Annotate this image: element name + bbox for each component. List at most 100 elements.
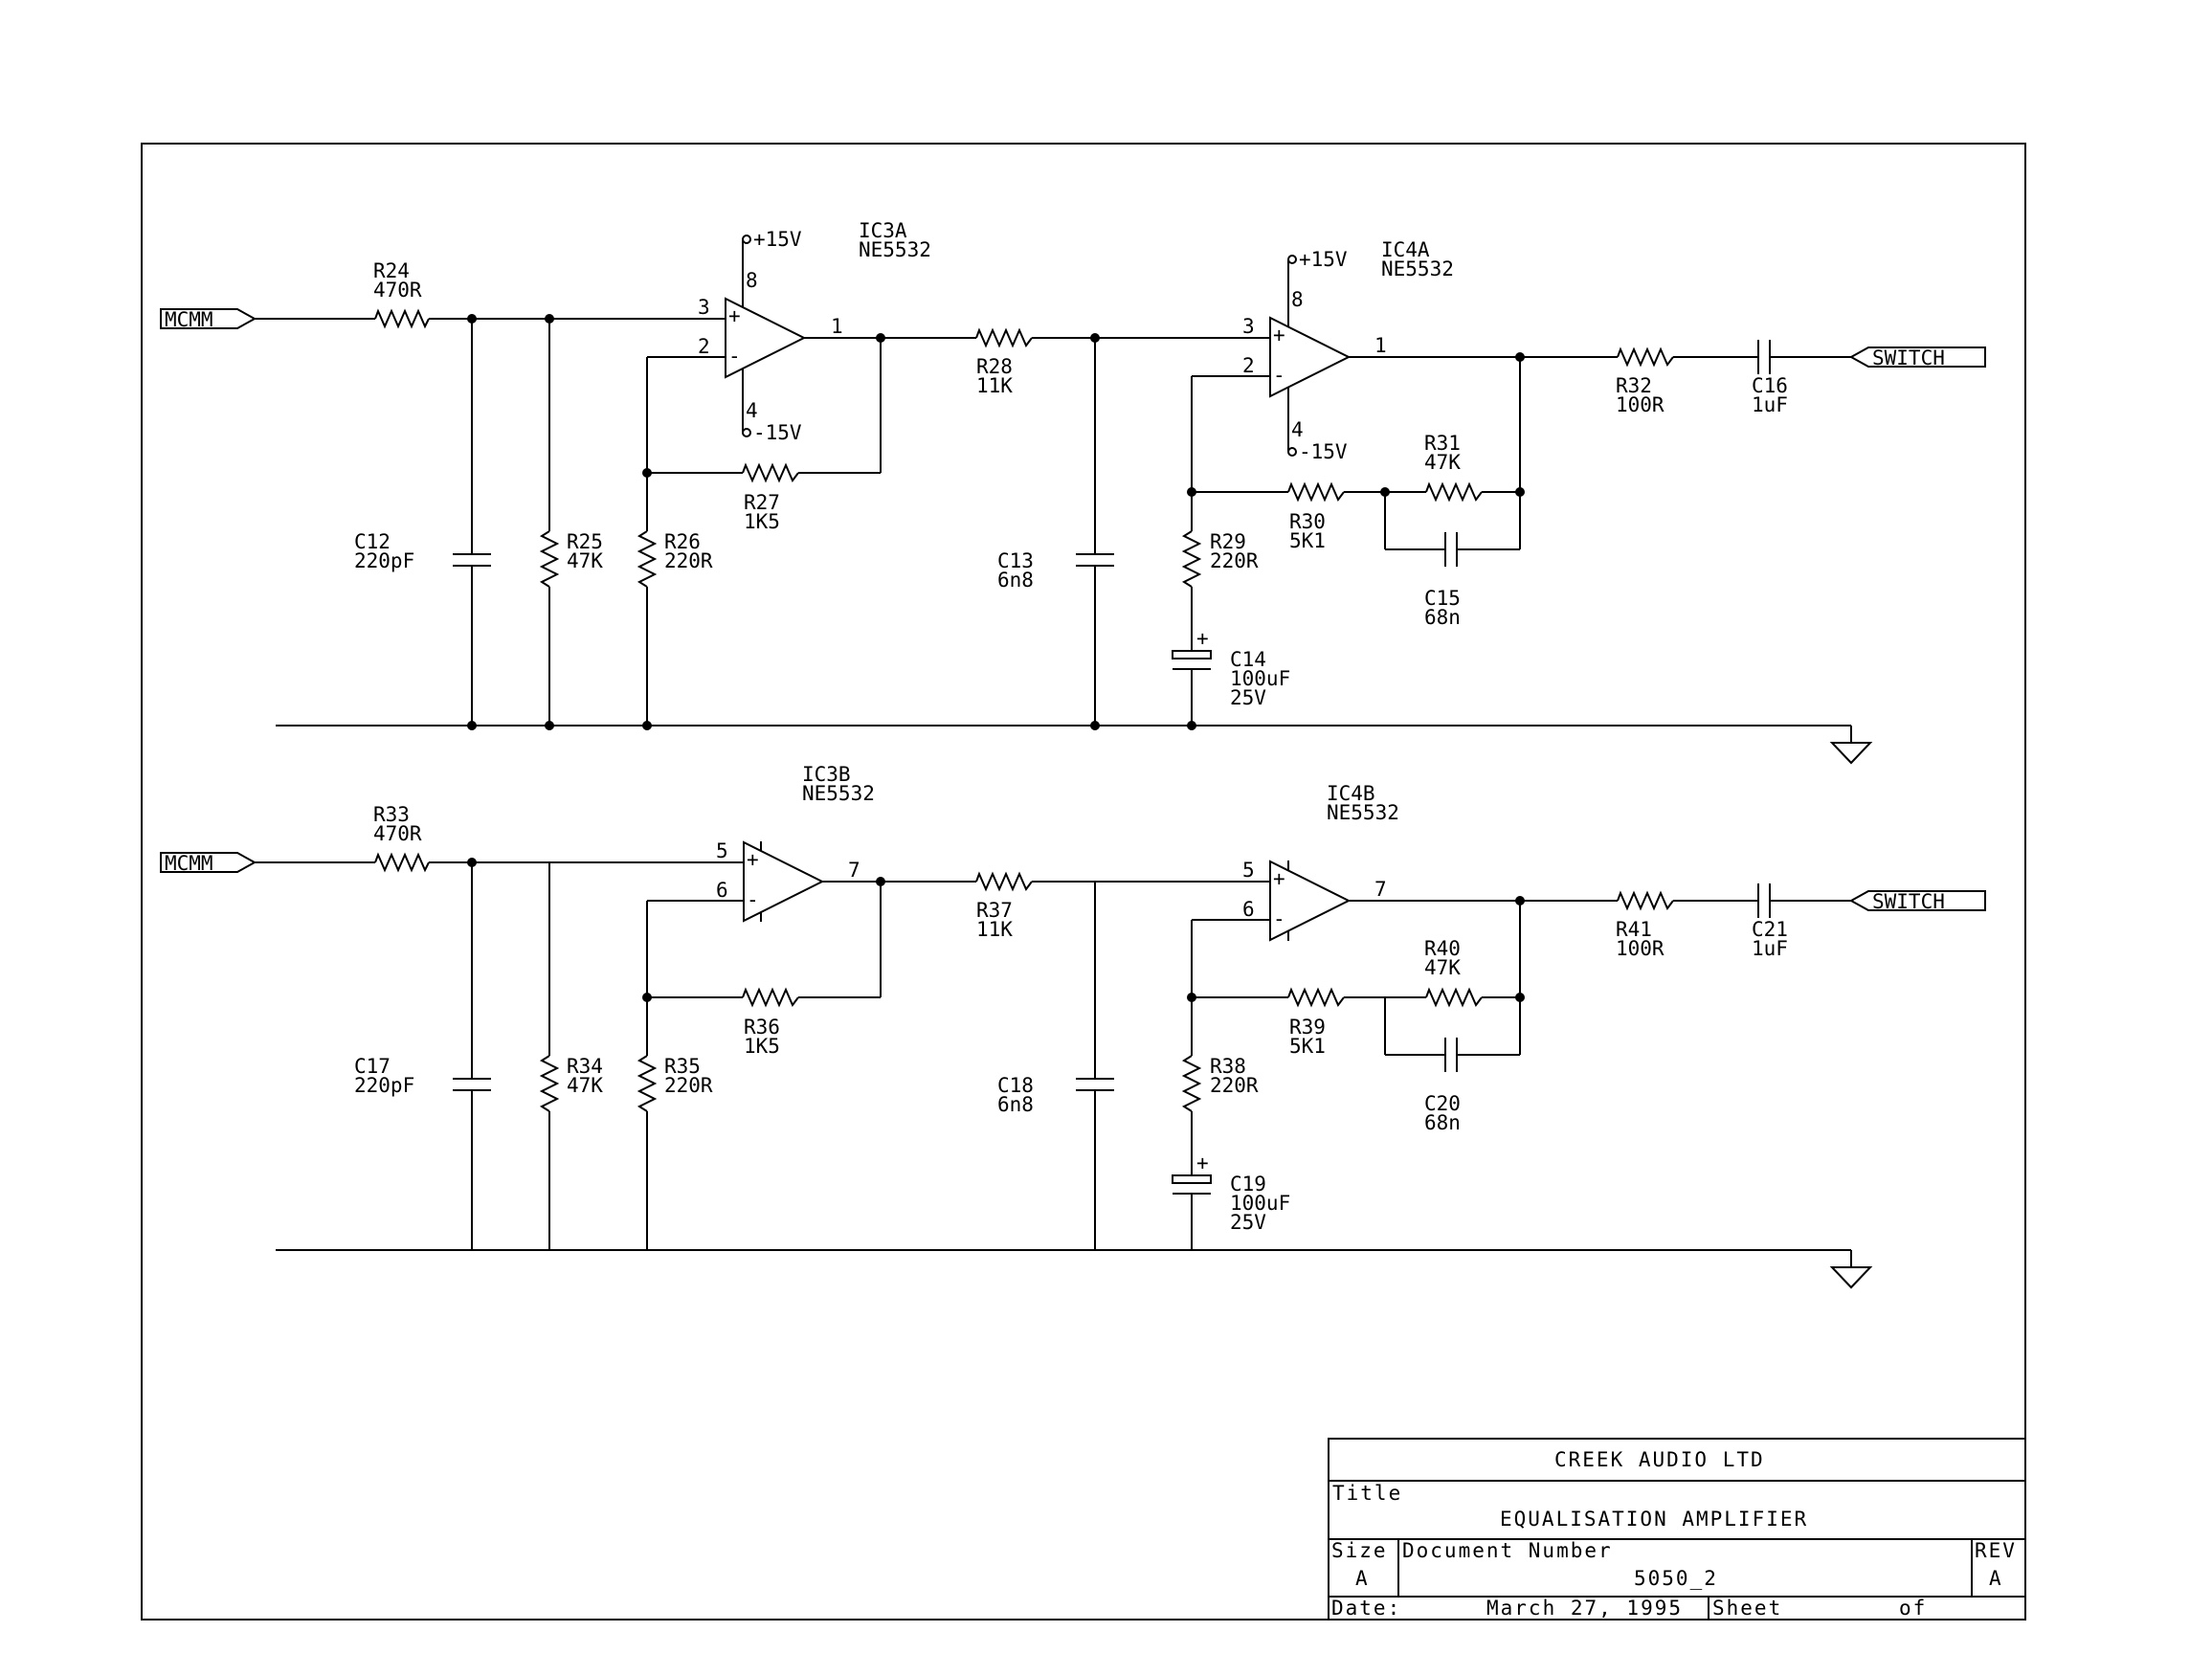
r36-value: 1K5	[744, 1035, 780, 1058]
ic4b-pin-plus: 5	[1242, 859, 1255, 882]
capacitor-c14	[1172, 650, 1212, 659]
title-block-of-label: of	[1899, 1597, 1927, 1620]
r36-ref: R36	[744, 1016, 780, 1039]
svg-text:+: +	[747, 848, 759, 871]
resistor-r38	[1181, 1055, 1202, 1112]
resistor-r30	[1287, 481, 1345, 503]
c12-ref: C12	[354, 530, 391, 553]
channel-b: MCMM R33 470R 5 C17 220pF R34 47K + - IC…	[160, 763, 1986, 1289]
title-block-size-label: Size	[1331, 1539, 1388, 1562]
input-port-a	[160, 308, 257, 329]
opamp-ic3a	[725, 297, 807, 379]
c13-ref: C13	[997, 549, 1034, 572]
c15-value: 68n	[1424, 606, 1461, 629]
ground-symbol-a	[1829, 742, 1873, 765]
resistor-r28	[975, 327, 1033, 348]
c14-ref: C14	[1230, 648, 1266, 671]
r39-ref: R39	[1289, 1016, 1326, 1039]
capacitor-c19	[1172, 1174, 1212, 1184]
title-block-title: EQUALISATION AMPLIFIER	[1500, 1508, 1808, 1531]
r30-ref: R30	[1289, 510, 1326, 533]
ic4a-vplus: +15V	[1299, 248, 1348, 271]
opamp-ic4b	[1269, 860, 1352, 942]
input-port-b	[160, 852, 257, 873]
ic4a-vminus: -15V	[1299, 440, 1348, 463]
resistor-r33	[374, 852, 430, 873]
r33-ref: R33	[373, 803, 410, 826]
r32-ref: R32	[1616, 374, 1652, 397]
title-block-sheet-label: Sheet	[1712, 1597, 1782, 1620]
r33-value: 470R	[373, 822, 422, 845]
ic3b-pin-out: 7	[848, 859, 860, 882]
resistor-r37	[975, 871, 1033, 892]
r25-ref: R25	[567, 530, 603, 553]
title-block-doc-number: 5050_2	[1634, 1567, 1718, 1590]
ic3b-pin-plus: 5	[716, 839, 728, 862]
title-block-company: CREEK AUDIO LTD	[1554, 1448, 1765, 1471]
resistor-r32	[1617, 346, 1674, 368]
c18-value: 6n8	[997, 1093, 1034, 1116]
c17-ref: C17	[354, 1055, 391, 1078]
ic3a-vplus: +15V	[753, 228, 802, 251]
ground-symbol-b	[1829, 1266, 1873, 1289]
resistor-r24	[374, 308, 430, 329]
title-block: CREEK AUDIO LTD Title EQUALISATION AMPLI…	[1328, 1438, 2026, 1620]
r31-ref: R31	[1424, 432, 1461, 455]
resistor-r34	[539, 1055, 560, 1112]
r28-value: 11K	[976, 374, 1013, 397]
ic3a-pin-vp: 8	[746, 269, 758, 292]
opamp-ic4a	[1269, 316, 1352, 398]
resistor-r27	[742, 462, 799, 483]
resistor-r39	[1287, 987, 1345, 1008]
output-port-b-label: SWITCH	[1872, 890, 1945, 913]
title-block-rev: A	[1989, 1567, 2003, 1590]
r29-value: 220R	[1210, 549, 1259, 572]
resistor-r25	[539, 530, 560, 588]
ic4b-ref: IC4B	[1327, 782, 1375, 805]
ic4b-part: NE5532	[1327, 801, 1399, 824]
title-block-size: A	[1355, 1567, 1370, 1590]
svg-text:-: -	[728, 345, 741, 368]
opamp-ic3b	[743, 840, 825, 923]
c17-value: 220pF	[354, 1074, 414, 1097]
r37-ref: R37	[976, 899, 1013, 922]
svg-text:-: -	[747, 888, 759, 911]
ic4a-pin-minus: 2	[1242, 354, 1255, 377]
r24-ref: R24	[373, 259, 410, 282]
ic3a-pin-vn: 4	[746, 399, 758, 422]
resistor-r35	[637, 1055, 658, 1112]
r39-value: 5K1	[1289, 1035, 1326, 1058]
r40-ref: R40	[1424, 937, 1461, 960]
c16-value: 1uF	[1752, 393, 1788, 416]
input-port-b-label: MCMM	[165, 852, 213, 875]
c16-ref: C16	[1752, 374, 1788, 397]
r26-value: 220R	[664, 549, 713, 572]
c18-ref: C18	[997, 1074, 1034, 1097]
r41-value: 100R	[1616, 937, 1665, 960]
ic4b-pin-out: 7	[1374, 878, 1387, 901]
resistor-r31	[1425, 481, 1483, 503]
title-block-date: March 27, 1995	[1486, 1597, 1683, 1620]
c12-value: 220pF	[354, 549, 414, 572]
ic3a-pin-out: 1	[831, 315, 843, 338]
resistor-r29	[1181, 530, 1202, 588]
r29-ref: R29	[1210, 530, 1246, 553]
ic3b-part: NE5532	[802, 782, 875, 805]
ic3a-pin-minus: 2	[698, 335, 710, 358]
output-port-b	[1848, 890, 1986, 911]
resistor-r36	[742, 987, 799, 1008]
resistor-r40	[1425, 987, 1483, 1008]
r24-value: 470R	[373, 279, 422, 302]
c13-value: 6n8	[997, 569, 1034, 592]
ic3b-pin-minus: 6	[716, 879, 728, 902]
c21-value: 1uF	[1752, 937, 1788, 960]
r41-ref: R41	[1616, 918, 1652, 941]
svg-text:+: +	[1273, 324, 1285, 346]
c14-voltage: 25V	[1230, 686, 1266, 709]
r25-value: 47K	[567, 549, 603, 572]
r37-value: 11K	[976, 918, 1013, 941]
r26-ref: R26	[664, 530, 701, 553]
ic3a-part: NE5532	[859, 238, 931, 261]
resistor-r41	[1617, 890, 1674, 911]
